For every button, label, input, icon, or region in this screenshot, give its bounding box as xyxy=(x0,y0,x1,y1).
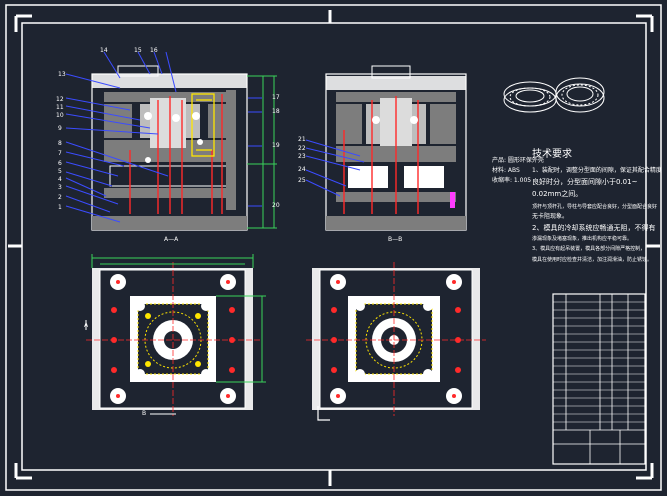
centering-marks xyxy=(8,10,660,486)
part-label: 20 xyxy=(272,202,280,209)
view-letter-a: A xyxy=(84,322,89,329)
product-material: 材料: ABS xyxy=(492,167,520,174)
parts-list-rows xyxy=(553,301,645,423)
part-label: 8 xyxy=(58,140,62,147)
tech-line: 渗漏现象及堵塞现象，推出机构应平稳可靠。 xyxy=(532,236,633,242)
part-isometric-views xyxy=(503,77,605,113)
part-label: 9 xyxy=(58,125,62,132)
tech-requirements-title: 技术要求 xyxy=(532,149,572,160)
tech-line: 良好时分，分型面间隙小于0.01~ xyxy=(532,178,638,186)
part-label: 10 xyxy=(56,112,64,119)
parts-list-table xyxy=(552,293,646,465)
tech-line: 2、模具的冷却系统应畅通无阻，不得有 xyxy=(532,224,656,232)
part-label: 16 xyxy=(150,47,158,54)
part-label: 19 xyxy=(272,142,280,149)
plan-view-right xyxy=(306,262,486,421)
tech-line: 无卡阻现象。 xyxy=(532,213,569,220)
tech-line: 3、模具应有起吊装置，模具各部分间隙严格控制， xyxy=(532,246,646,252)
part-label: 24 xyxy=(298,166,306,173)
part-label: 6 xyxy=(58,160,62,167)
tech-line: 0.02mm之间。 xyxy=(532,190,583,198)
part-label: 5 xyxy=(58,168,62,175)
view-letter-b: B xyxy=(142,410,147,417)
part-label: 12 xyxy=(56,96,64,103)
part-label: 4 xyxy=(58,176,62,183)
part-label: 7 xyxy=(58,150,62,157)
part-label: 23 xyxy=(298,153,306,160)
plan-view-left xyxy=(85,254,266,416)
tech-line: 模具在使用时应检查并清洁，加注润滑油，防止锈蚀。 xyxy=(532,257,653,263)
part-label: 15 xyxy=(134,47,142,54)
section-b-label: B—B xyxy=(388,236,403,243)
tech-line: 顶杆与顶杆孔，导柱与导套应配合良好，分型面配合良好 xyxy=(532,204,658,210)
part-label: 25 xyxy=(298,177,306,184)
section-view-b xyxy=(305,65,467,231)
part-label: 22 xyxy=(298,145,306,152)
tech-line: 1、装配时，调整分型面的间隙，保证其配合精度 xyxy=(532,167,662,174)
section-view-a xyxy=(65,51,277,231)
part-label: 2 xyxy=(58,194,62,201)
part-label: 17 xyxy=(272,94,280,101)
section-a-label: A—A xyxy=(164,236,179,243)
product-shrink: 收缩率: 1.005 xyxy=(492,177,532,184)
part-label: 13 xyxy=(58,71,66,78)
part-label: 18 xyxy=(272,108,280,115)
part-label: 21 xyxy=(298,136,306,143)
product-name: 产品: 圆形环保外壳 xyxy=(492,157,544,164)
part-label: 1 xyxy=(58,204,62,211)
part-label: 14 xyxy=(100,47,108,54)
part-label: 3 xyxy=(58,184,62,191)
part-label: 11 xyxy=(56,104,64,111)
sheet-outer-frame xyxy=(5,4,662,491)
